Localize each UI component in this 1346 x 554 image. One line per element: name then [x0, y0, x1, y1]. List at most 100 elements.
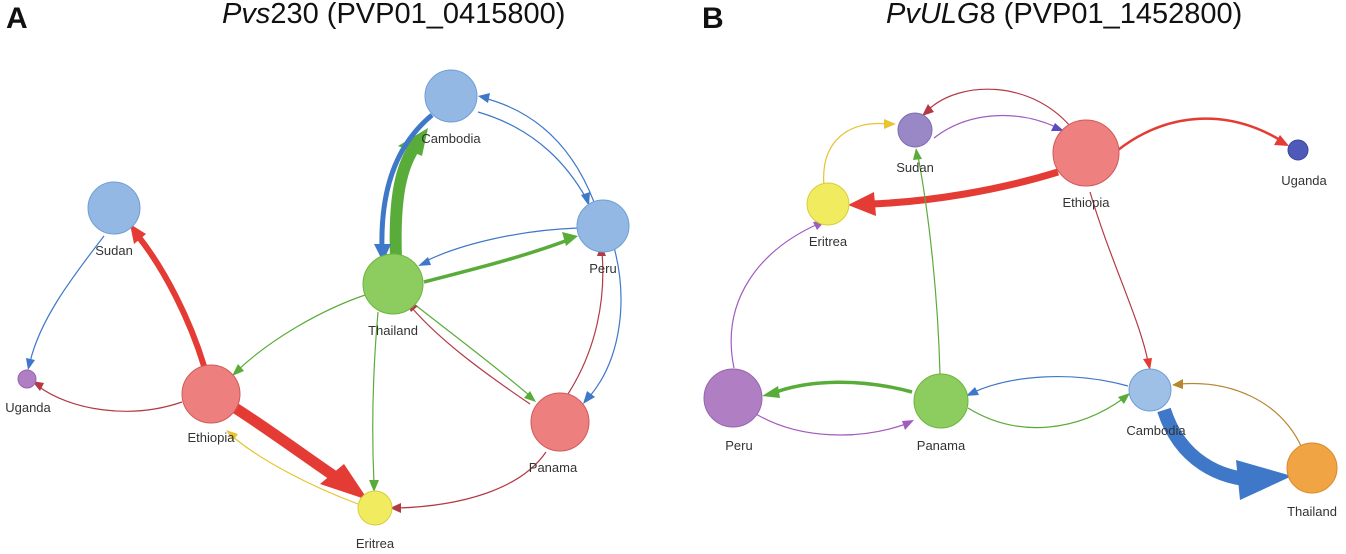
node-peru-b-label: Peru [725, 438, 752, 453]
node-ethiopia-b: Ethiopia [1052, 119, 1120, 210]
edge-panama-thailand [411, 307, 531, 405]
arrowhead-cambodia-thailand-b [1236, 460, 1292, 500]
node-panama-b: Panama [913, 373, 969, 453]
edge-ethiopia-cambodia-b [1089, 191, 1149, 363]
arrowhead-thailand-panama [524, 391, 536, 402]
edge-thailand-ethiopia [237, 293, 369, 371]
edge-panama-peru [567, 251, 604, 395]
edge-ethiopia-eritrea [229, 401, 344, 485]
edge-peru-cambodia [483, 97, 595, 203]
edge-panama-peru-b [775, 380, 913, 394]
node-eritrea: Eritrea [356, 490, 395, 551]
edge-ethiopia-sudan [135, 234, 207, 367]
edge-panama-eritrea [397, 451, 547, 509]
node-panama-b-label: Panama [917, 438, 966, 453]
arrowhead-thailand-eritrea [369, 480, 379, 492]
node-cambodia-label: Cambodia [421, 131, 481, 146]
node-uganda-label: Uganda [5, 400, 51, 415]
arrowhead-peru-thailand [418, 257, 431, 266]
arrowhead-cambodia-peru [581, 192, 590, 206]
node-ethiopia-b-label: Ethiopia [1063, 195, 1111, 210]
arrowhead-ethiopia-cambodia-b [1143, 358, 1152, 370]
arrowhead-panama-cambodia-b [1118, 393, 1130, 404]
panel-b-edges [730, 88, 1303, 500]
edge-cambodia-peru [477, 111, 587, 199]
edge-peru-eritrea-b [730, 223, 819, 369]
edge-ethiopia-uganda-b [1117, 117, 1281, 151]
arrowhead-panama-peru-b [762, 386, 780, 398]
arrowhead-peru-cambodia [478, 93, 490, 103]
node-peru: Peru [576, 199, 630, 276]
node-cambodia-b: Cambodia [1126, 368, 1186, 438]
arrowhead-peru-panama [583, 391, 595, 404]
node-panama-label: Panama [529, 460, 578, 475]
panel-b-gene-name: PvULG [886, 0, 980, 30]
panel-a-nodes: Cambodia Peru Sudan Thailand Uganda Ethi… [5, 69, 630, 551]
node-thailand-label: Thailand [368, 323, 418, 338]
edge-thailand-eritrea [372, 311, 379, 485]
arrowhead-ethiopia-eritrea-b [848, 192, 876, 216]
node-peru-b: Peru [703, 368, 763, 453]
edge-thailand-panama [413, 303, 531, 397]
arrowhead-sudan-uganda [26, 358, 35, 370]
edge-ethiopia-uganda [37, 385, 183, 412]
edge-cambodia-thailand [379, 113, 434, 251]
edge-peru-panama [589, 239, 622, 397]
arrowhead-eritrea-ethiopia [226, 430, 238, 441]
edge-peru-thailand [423, 227, 579, 263]
panel-a-gene-id: (PVP01_0415800) [318, 0, 566, 30]
edge-panama-cambodia-b [967, 397, 1125, 429]
panel-a-letter: A [6, 2, 28, 35]
panel-a-edges [26, 93, 622, 513]
panel-b-letter: B [702, 2, 724, 35]
node-thailand-b-label: Thailand [1287, 504, 1337, 519]
node-ethiopia: Ethiopia [181, 364, 241, 445]
arrowhead-cambodia-panama-b [966, 387, 979, 396]
panel-b-title: PvULG8 (PVP01_1452800) [886, 0, 1242, 31]
edge-cambodia-panama-b [973, 376, 1129, 393]
edge-thailand-peru [423, 238, 569, 284]
node-peru-label: Peru [589, 261, 616, 276]
panel-b-nodes: Sudan Ethiopia Uganda Eritrea Peru Panam… [703, 112, 1338, 519]
edge-thailand-cambodia-b [1179, 382, 1303, 449]
arrowhead-panama-sudan-b [913, 148, 922, 160]
node-sudan: Sudan [87, 181, 141, 258]
arrowhead-ethiopia-sudan [130, 224, 146, 244]
arrowhead-thailand-peru [562, 232, 578, 246]
node-uganda-b-label: Uganda [1281, 173, 1327, 188]
panel-a-gene-name: Pvs [222, 0, 271, 30]
edge-eritrea-ethiopia [231, 435, 359, 505]
node-eritrea-b: Eritrea [806, 182, 850, 249]
node-sudan-label: Sudan [95, 243, 133, 258]
arrowhead-ethiopia-eritrea [320, 464, 368, 500]
arrowhead-panama-eritrea [390, 503, 401, 513]
arrowhead-ethiopia-uganda-b [1274, 135, 1289, 146]
edge-sudan-ethiopia-b [933, 114, 1059, 139]
node-cambodia-b-label: Cambodia [1126, 423, 1186, 438]
node-cambodia: Cambodia [421, 69, 481, 146]
arrowhead-thailand-ethiopia [232, 364, 244, 376]
node-sudan-b-label: Sudan [896, 160, 934, 175]
node-thailand-b: Thailand [1286, 442, 1338, 519]
node-thailand: Thailand [362, 253, 424, 338]
edge-panama-sudan-b [917, 155, 941, 375]
panel-a-gene-number: 230 [270, 0, 319, 30]
arrowhead-thailand-cambodia-b [1172, 379, 1183, 389]
node-sudan-b: Sudan [896, 112, 934, 175]
node-panama: Panama [529, 392, 590, 475]
node-eritrea-label: Eritrea [356, 536, 395, 551]
panel-b-gene-id: (PVP01_1452800) [995, 0, 1243, 30]
edge-ethiopia-sudan-b [927, 88, 1071, 127]
arrowhead-sudan-ethiopia-b [1051, 123, 1064, 131]
edge-ethiopia-eritrea-b [869, 168, 1060, 208]
node-uganda: Uganda [5, 369, 52, 415]
edge-peru-panama-b [755, 413, 907, 436]
edge-eritrea-sudan-b [823, 122, 889, 187]
edge-sudan-uganda [29, 235, 105, 363]
node-ethiopia-label: Ethiopia [188, 430, 236, 445]
node-eritrea-b-label: Eritrea [809, 234, 848, 249]
arrowhead-peru-panama-b [902, 420, 914, 430]
panel-b-gene-number: 8 [979, 0, 996, 30]
arrowhead-ethiopia-sudan-b [922, 104, 934, 116]
